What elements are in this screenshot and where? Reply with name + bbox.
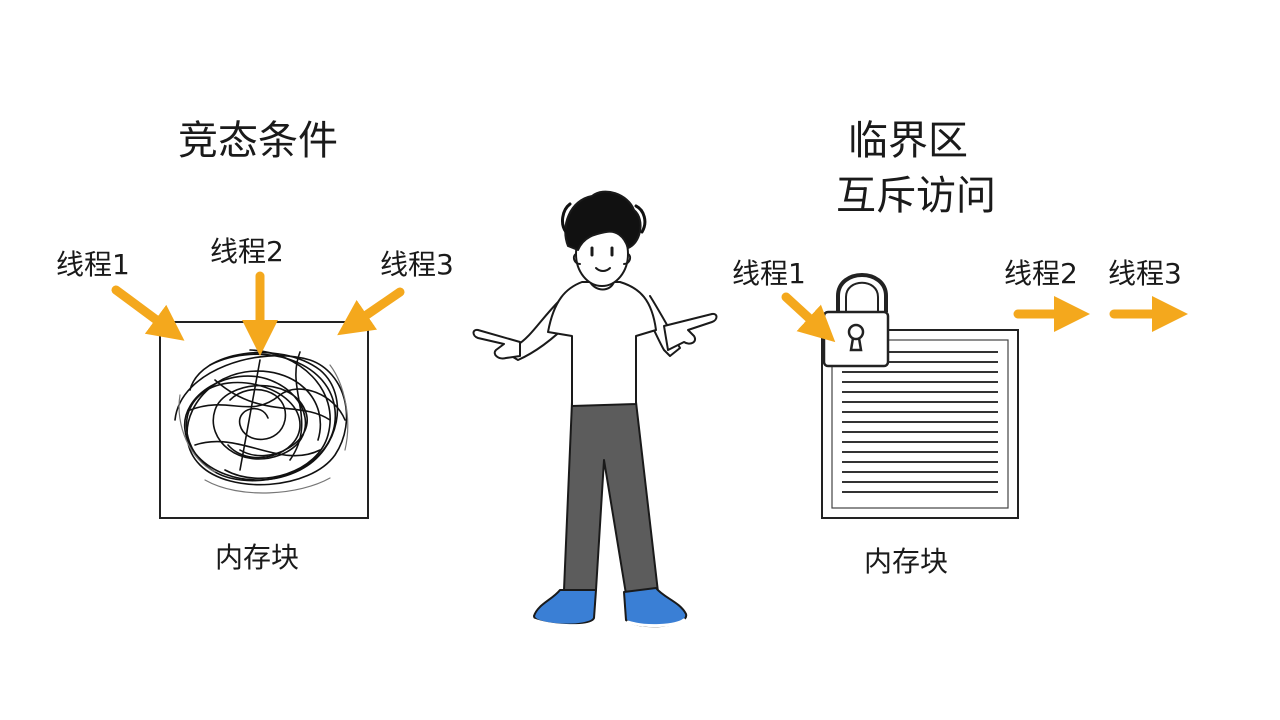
padlock-icon [822, 273, 890, 368]
right-memory-block [821, 329, 1019, 519]
left-thread-2-label: 线程2 [210, 235, 284, 268]
left-arrow-3 [337, 287, 405, 336]
race-condition-title: 竞态条件 [178, 118, 338, 164]
mutual-exclusion-title: 互斥访问 [836, 173, 996, 219]
tangled-scribble [174, 349, 348, 486]
right-thread-2-label: 线程2 [1004, 257, 1078, 290]
person-illustration [472, 190, 718, 628]
right-memory-block-label: 内存块 [864, 545, 949, 578]
left-thread-1-label: 线程1 [56, 248, 130, 281]
left-thread-arrows [111, 271, 405, 356]
right-thread-1-label: 线程1 [732, 257, 806, 290]
critical-section-title: 临界区 [848, 118, 968, 164]
left-thread-3-label: 线程3 [380, 248, 454, 281]
left-memory-block-label: 内存块 [215, 541, 300, 574]
left-arrow-1 [111, 285, 185, 341]
right-arrow-1 [781, 292, 836, 343]
right-thread-arrows [781, 292, 1188, 343]
right-thread-3-label: 线程3 [1108, 257, 1182, 290]
